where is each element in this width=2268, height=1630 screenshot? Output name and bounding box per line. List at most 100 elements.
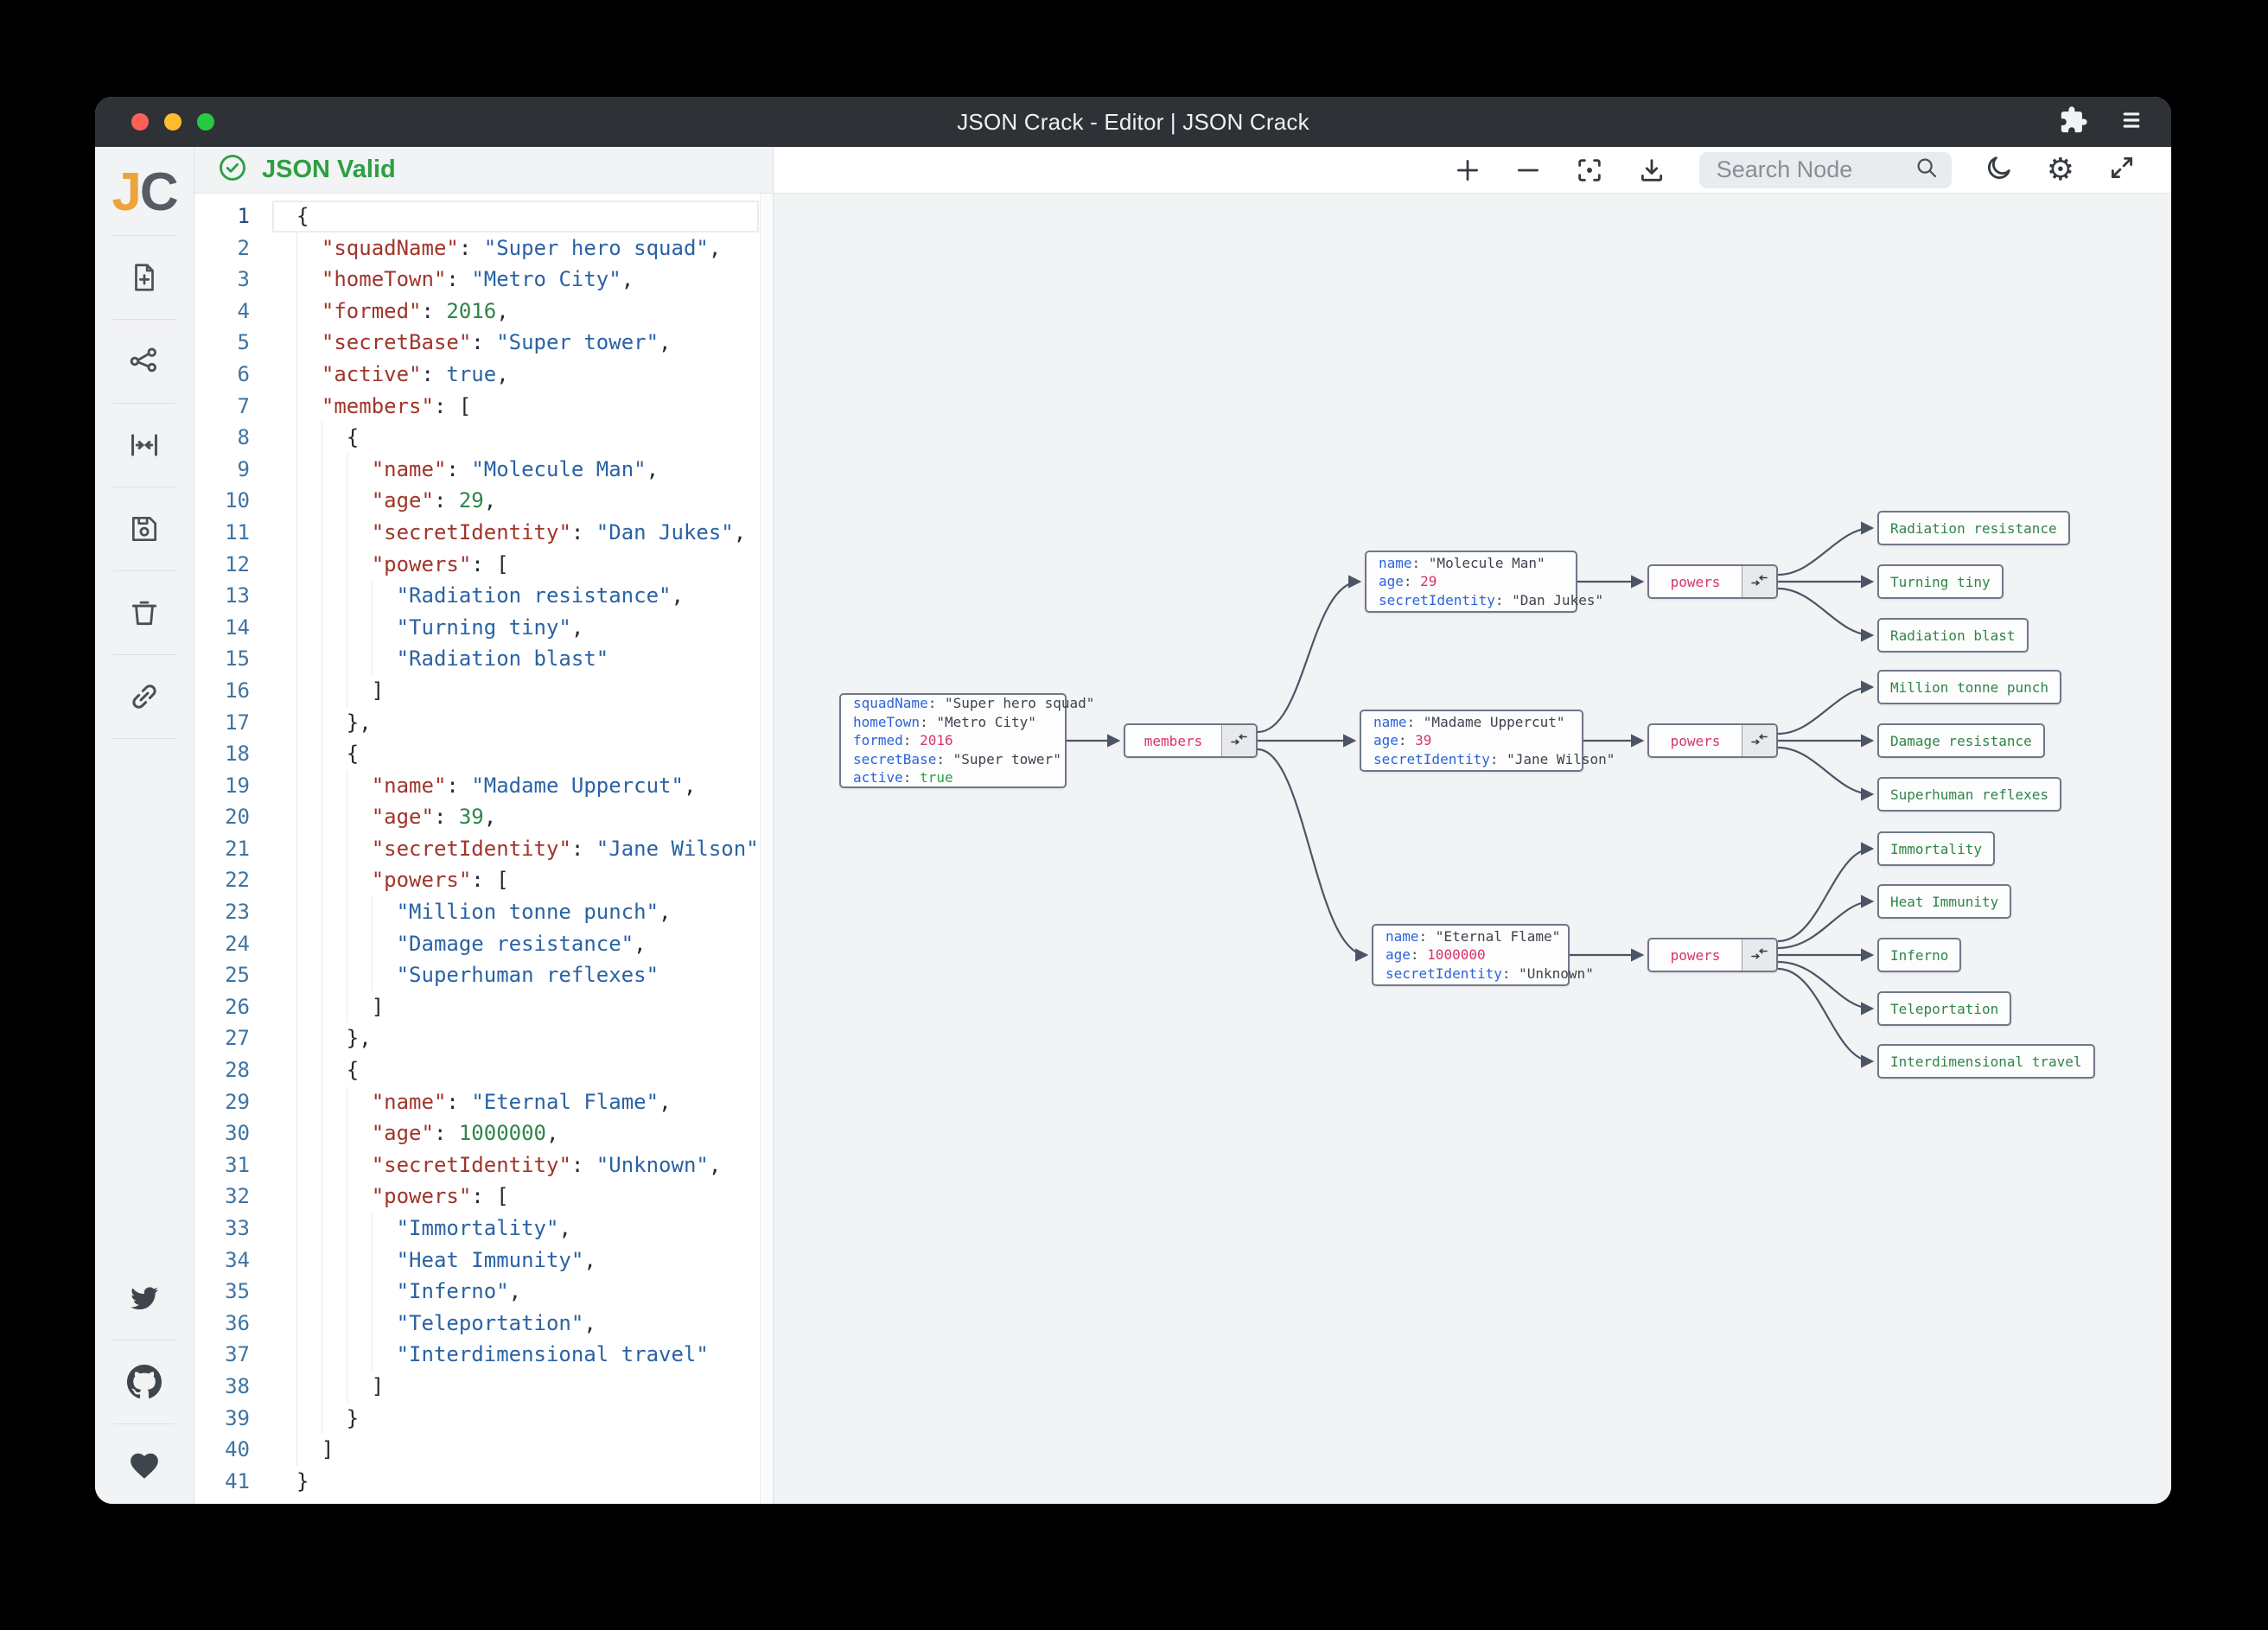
jsoncrack-logo[interactable]: JC bbox=[111, 162, 178, 222]
graph-leaf-node[interactable]: Radiation resistance bbox=[1877, 511, 2070, 545]
graph-leaf-node[interactable]: Teleportation bbox=[1877, 991, 2012, 1026]
editor-line[interactable]: 25 "Superhuman reflexes" bbox=[194, 959, 773, 991]
code-line-content: { bbox=[272, 201, 759, 232]
code-line-content: } bbox=[272, 1402, 773, 1435]
github-link[interactable] bbox=[118, 1356, 170, 1408]
maximize-window-button[interactable] bbox=[197, 113, 214, 131]
editor-line[interactable]: 3 "homeTown": "Metro City", bbox=[194, 264, 773, 296]
graph-leaf-node[interactable]: Damage resistance bbox=[1877, 723, 2045, 758]
editor-line[interactable]: 8 { bbox=[194, 422, 773, 454]
editor-line[interactable]: 11 "secretIdentity": "Dan Jukes", bbox=[194, 516, 773, 549]
sponsor-link[interactable] bbox=[118, 1440, 170, 1492]
graph-leaf-node[interactable]: Immortality bbox=[1877, 831, 1995, 866]
graph-leaf-node[interactable]: Interdimensional travel bbox=[1877, 1044, 2095, 1079]
share-graph-button[interactable] bbox=[118, 335, 170, 387]
line-number: 5 bbox=[237, 330, 250, 355]
editor-line[interactable]: 38 ] bbox=[194, 1370, 773, 1403]
center-focus-button[interactable] bbox=[1575, 156, 1604, 185]
graph-node-powers-1[interactable]: powers bbox=[1647, 564, 1778, 599]
editor-line[interactable]: 10 "age": 29, bbox=[194, 485, 773, 517]
menu-icon[interactable] bbox=[2118, 106, 2145, 138]
save-button[interactable] bbox=[118, 503, 170, 555]
code-editor[interactable]: 1{2 "squadName": "Super hero squad",3 "h… bbox=[194, 194, 773, 1504]
graph-leaf-node[interactable]: Heat Immunity bbox=[1877, 884, 2012, 919]
collapse-node-button[interactable] bbox=[1742, 566, 1776, 597]
editor-line[interactable]: 27 }, bbox=[194, 1022, 773, 1055]
graph-node-powers-3[interactable]: powers bbox=[1647, 938, 1778, 972]
fullscreen-button[interactable] bbox=[2107, 153, 2137, 187]
download-button[interactable] bbox=[1637, 156, 1666, 185]
editor-line[interactable]: 20 "age": 39, bbox=[194, 801, 773, 833]
line-number: 36 bbox=[225, 1310, 250, 1335]
editor-line[interactable]: 16 ] bbox=[194, 674, 773, 707]
zoom-out-button[interactable] bbox=[1514, 156, 1542, 184]
editor-line[interactable]: 41} bbox=[194, 1466, 773, 1498]
delete-button[interactable] bbox=[118, 587, 170, 639]
search-node-input[interactable] bbox=[1714, 156, 1905, 184]
editor-line[interactable]: 17 }, bbox=[194, 706, 773, 739]
editor-line[interactable]: 12 "powers": [ bbox=[194, 548, 773, 581]
editor-line[interactable]: 19 "name": "Madame Uppercut", bbox=[194, 769, 773, 802]
editor-line[interactable]: 18 { bbox=[194, 738, 773, 770]
editor-line[interactable]: 34 "Heat Immunity", bbox=[194, 1244, 773, 1277]
collapse-nodes-button[interactable] bbox=[118, 419, 170, 471]
graph-leaf-node[interactable]: Inferno bbox=[1877, 938, 1962, 972]
editor-line[interactable]: 14 "Turning tiny", bbox=[194, 611, 773, 644]
editor-line[interactable]: 36 "Teleportation", bbox=[194, 1307, 773, 1340]
editor-line[interactable]: 1{ bbox=[194, 201, 773, 232]
editor-line[interactable]: 31 "secretIdentity": "Unknown", bbox=[194, 1149, 773, 1181]
indent-guide bbox=[296, 516, 297, 549]
editor-line[interactable]: 5 "secretBase": "Super tower", bbox=[194, 327, 773, 359]
settings-button[interactable]: ⚙ bbox=[2047, 154, 2074, 186]
editor-line[interactable]: 40 ] bbox=[194, 1434, 773, 1466]
editor-line[interactable]: 33 "Immortality", bbox=[194, 1213, 773, 1245]
editor-line[interactable]: 9 "name": "Molecule Man", bbox=[194, 453, 773, 486]
editor-line[interactable]: 23 "Million tonne punch", bbox=[194, 896, 773, 928]
graph-leaf-node[interactable]: Superhuman reflexes bbox=[1877, 777, 2062, 812]
editor-line[interactable]: 2 "squadName": "Super hero squad", bbox=[194, 232, 773, 264]
graph-leaf-node[interactable]: Million tonne punch bbox=[1877, 670, 2062, 704]
editor-line[interactable]: 32 "powers": [ bbox=[194, 1181, 773, 1213]
editor-line[interactable]: 39 } bbox=[194, 1402, 773, 1435]
copy-link-button[interactable] bbox=[118, 671, 170, 723]
editor-line[interactable]: 21 "secretIdentity": "Jane Wilson", bbox=[194, 832, 773, 865]
graph-leaf-node[interactable]: Radiation blast bbox=[1877, 618, 2029, 653]
editor-line[interactable]: 7 "members": [ bbox=[194, 390, 773, 423]
editor-line[interactable]: 35 "Inferno", bbox=[194, 1276, 773, 1308]
collapse-node-button[interactable] bbox=[1221, 725, 1256, 756]
code-line-content: "secretIdentity": "Unknown", bbox=[272, 1149, 773, 1181]
editor-line[interactable]: 30 "age": 1000000, bbox=[194, 1117, 773, 1149]
graph-node-powers-2[interactable]: powers bbox=[1647, 723, 1778, 758]
collapse-node-button[interactable] bbox=[1742, 939, 1776, 971]
search-node-box[interactable] bbox=[1698, 151, 1952, 188]
graph-node-members[interactable]: members bbox=[1124, 723, 1258, 758]
twitter-link[interactable] bbox=[118, 1272, 170, 1324]
indent-guide bbox=[296, 1213, 297, 1245]
new-document-button[interactable] bbox=[118, 252, 170, 303]
extension-puzzle-icon[interactable] bbox=[2059, 105, 2088, 139]
editor-line[interactable]: 37 "Interdimensional travel" bbox=[194, 1339, 773, 1371]
editor-line[interactable]: 28 { bbox=[194, 1054, 773, 1086]
dark-mode-toggle[interactable] bbox=[1984, 153, 2014, 187]
graph-node-root[interactable]: squadName: "Super hero squad"homeTown: "… bbox=[839, 693, 1094, 788]
graph-leaf-node[interactable]: Turning tiny bbox=[1877, 564, 2004, 599]
graph-canvas[interactable]: squadName: "Super hero squad"homeTown: "… bbox=[774, 194, 2171, 1504]
editor-line[interactable]: 13 "Radiation resistance", bbox=[194, 580, 773, 612]
editor-line[interactable]: 29 "name": "Eternal Flame", bbox=[194, 1086, 773, 1118]
editor-line[interactable]: 15 "Radiation blast" bbox=[194, 643, 773, 675]
collapse-node-button[interactable] bbox=[1742, 725, 1776, 756]
editor-line[interactable]: 24 "Damage resistance", bbox=[194, 927, 773, 960]
close-window-button[interactable] bbox=[131, 113, 149, 131]
code-line-content: "powers": [ bbox=[272, 864, 773, 897]
indent-guide bbox=[296, 232, 297, 264]
editor-line[interactable]: 26 ] bbox=[194, 990, 773, 1023]
editor-line[interactable]: 6 "active": true, bbox=[194, 358, 773, 391]
code-line-content: "Million tonne punch", bbox=[272, 896, 773, 928]
editor-line[interactable]: 4 "formed": 2016, bbox=[194, 295, 773, 328]
zoom-in-button[interactable] bbox=[1454, 156, 1481, 184]
editor-line[interactable]: 22 "powers": [ bbox=[194, 864, 773, 897]
minimize-window-button[interactable] bbox=[164, 113, 182, 131]
